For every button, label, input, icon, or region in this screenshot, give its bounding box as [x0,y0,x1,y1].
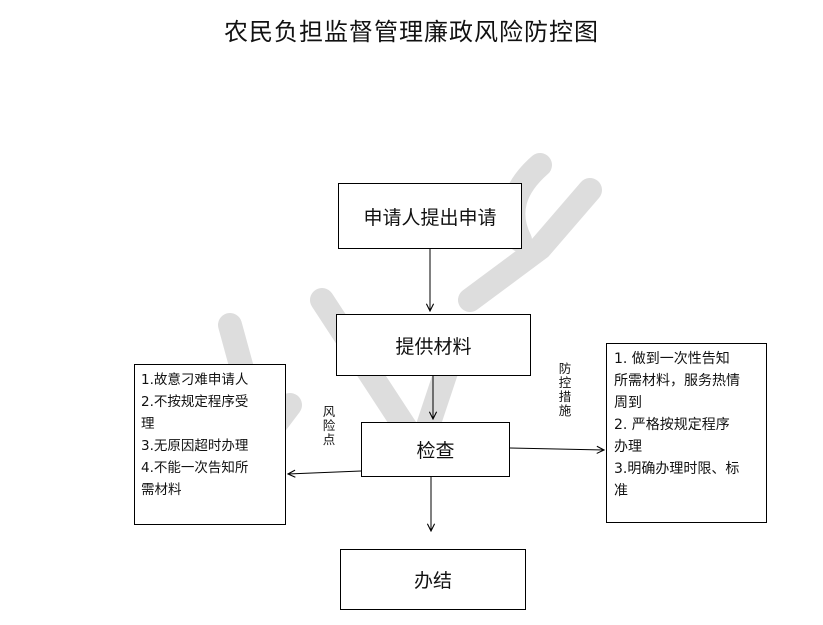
step-provide-materials: 提供材料 [336,314,531,376]
arrow-step3-to-risk [288,471,362,474]
risk-line: 4.不能一次告知所 [141,460,249,476]
risk-line: 3.无原因超时办理 [141,438,249,454]
risk-line: 1.故意刁难申请人 [141,372,249,388]
measure-line: 2. 严格按规定程序 [614,417,730,433]
step-submit-application-label: 申请人提出申请 [363,206,497,229]
control-measures-label: 防控措施 [558,361,572,418]
measure-line: 3.明确办理时限、标 [614,461,740,477]
measure-line: 周到 [614,395,642,411]
measure-line: 准 [614,483,628,499]
measure-line: 办理 [614,439,642,455]
step-submit-application: 申请人提出申请 [338,183,522,249]
step-provide-materials-label: 提供材料 [395,335,472,358]
risk-line: 2.不按规定程序受 [141,394,249,410]
measure-line: 1. 做到一次性告知 [614,351,730,367]
risk-line: 需材料 [141,482,182,498]
risk-line: 理 [141,416,155,432]
step-completion: 办结 [340,549,526,610]
step-completion-label: 办结 [413,570,452,592]
page-title: 农民负担监督管理廉政风险防控图 [224,18,599,46]
risk-points-label: 风险点 [322,404,336,447]
control-measures-box: 1. 做到一次性告知 所需材料，服务热情 周到 2. 严格按规定程序 办理 3.… [606,343,767,523]
step-inspection: 检查 [361,422,510,477]
step-inspection-label: 检查 [416,440,455,462]
risk-points-box: 1.故意刁难申请人 2.不按规定程序受 理 3.无原因超时办理 4.不能一次告知… [134,364,286,525]
measure-line: 所需材料，服务热情 [614,373,740,389]
arrow-step3-to-measures [509,448,604,450]
